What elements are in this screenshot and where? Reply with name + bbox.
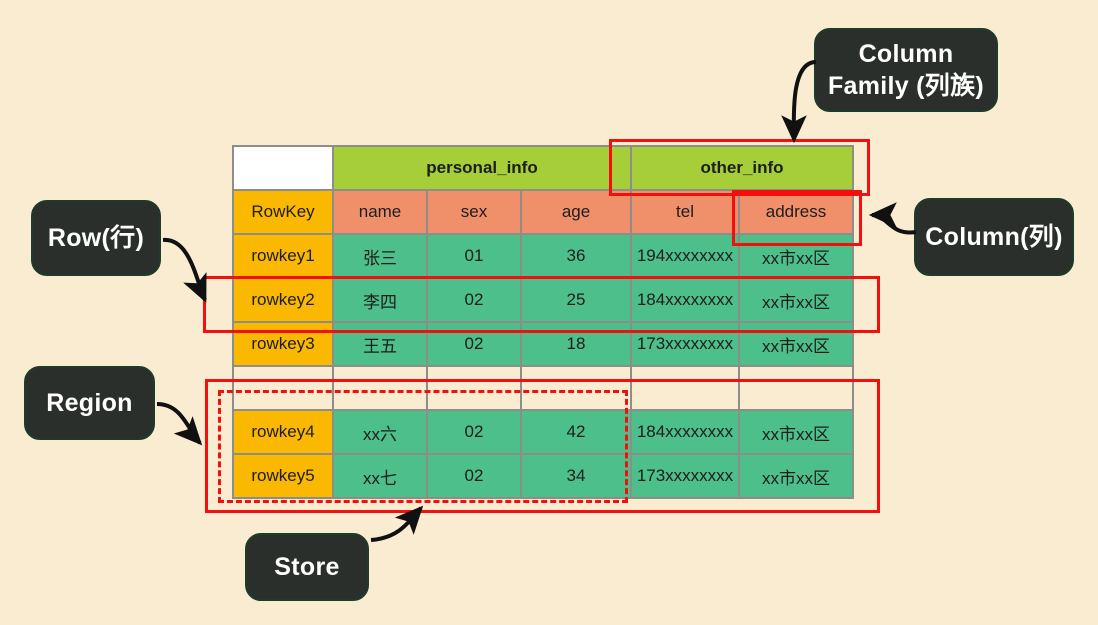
qualifier-address: address: [738, 189, 854, 235]
highlight-box-column-family: [609, 139, 870, 196]
cell-sex: 02: [426, 453, 522, 499]
column-family-personal-info: personal_info: [332, 145, 632, 191]
arrow-region: [156, 402, 203, 446]
highlight-box-store: [218, 390, 628, 503]
qualifier-rowkey: RowKey: [232, 189, 334, 235]
cell-tel: 194xxxxxxxx: [630, 233, 740, 279]
cell-address: xx市xx区: [738, 277, 854, 323]
hbase-table: personal_info other_info RowKey name sex…: [232, 145, 854, 499]
table-row: rowkey3 王五 02 18 173xxxxxxxx xx市xx区: [232, 321, 854, 367]
cell-name: xx六: [332, 409, 428, 455]
cell-rowkey: rowkey3: [232, 321, 334, 367]
cell-age: 25: [520, 277, 632, 323]
highlight-box-region: [205, 379, 880, 513]
table-row-qualifiers: RowKey name sex age tel address: [232, 189, 854, 235]
callout-region: Region: [24, 366, 155, 440]
cell-rowkey: rowkey2: [232, 277, 334, 323]
highlight-box-row: [203, 276, 880, 333]
callout-column: Column(列): [914, 198, 1074, 276]
cell-age: 18: [520, 321, 632, 367]
cell-sex: 02: [426, 277, 522, 323]
cell-tel: 184xxxxxxxx: [630, 277, 740, 323]
gap-cell: [232, 365, 334, 411]
arrow-row: [162, 237, 207, 303]
table-row: rowkey4 xx六 02 42 184xxxxxxxx xx市xx区: [232, 409, 854, 455]
table-region-gap: [232, 365, 854, 411]
cell-sex: 02: [426, 321, 522, 367]
corner-cell: [232, 145, 334, 191]
cell-address: xx市xx区: [738, 453, 854, 499]
table-row: rowkey2 李四 02 25 184xxxxxxxx xx市xx区: [232, 277, 854, 323]
arrow-column: [868, 202, 917, 235]
cell-rowkey: rowkey1: [232, 233, 334, 279]
cell-sex: 02: [426, 409, 522, 455]
gap-cell: [630, 365, 740, 411]
cell-address: xx市xx区: [738, 321, 854, 367]
gap-cell: [426, 365, 522, 411]
cell-rowkey: rowkey5: [232, 453, 334, 499]
cell-sex: 01: [426, 233, 522, 279]
table-row: rowkey1 张三 01 36 194xxxxxxxx xx市xx区: [232, 233, 854, 279]
cell-age: 34: [520, 453, 632, 499]
arrow-column-family: [781, 60, 817, 144]
callout-store: Store: [245, 533, 369, 601]
callout-cf-line1: Column: [858, 40, 954, 68]
qualifier-sex: sex: [426, 189, 522, 235]
cell-age: 36: [520, 233, 632, 279]
gap-cell: [332, 365, 428, 411]
cell-tel: 173xxxxxxxx: [630, 453, 740, 499]
cell-name: 李四: [332, 277, 428, 323]
callout-column-family: Column Family (列族): [814, 28, 998, 112]
qualifier-age: age: [520, 189, 632, 235]
highlight-box-column: [732, 190, 862, 246]
cell-address: xx市xx区: [738, 409, 854, 455]
callout-column-family-text: Column Family (列族): [828, 38, 984, 102]
qualifier-tel: tel: [630, 189, 740, 235]
cell-name: 张三: [332, 233, 428, 279]
cell-age: 42: [520, 409, 632, 455]
cell-name: 王五: [332, 321, 428, 367]
cell-tel: 184xxxxxxxx: [630, 409, 740, 455]
callout-row: Row(行): [31, 200, 161, 276]
cell-tel: 173xxxxxxxx: [630, 321, 740, 367]
table-row-column-families: personal_info other_info: [232, 145, 854, 191]
callout-cf-line2: Family (列族): [827, 72, 985, 100]
gap-cell: [738, 365, 854, 411]
table-row: rowkey5 xx七 02 34 173xxxxxxxx xx市xx区: [232, 453, 854, 499]
gap-cell: [520, 365, 632, 411]
cell-rowkey: rowkey4: [232, 409, 334, 455]
column-family-other-info: other_info: [630, 145, 854, 191]
qualifier-name: name: [332, 189, 428, 235]
cell-address: xx市xx区: [738, 233, 854, 279]
cell-name: xx七: [332, 453, 428, 499]
